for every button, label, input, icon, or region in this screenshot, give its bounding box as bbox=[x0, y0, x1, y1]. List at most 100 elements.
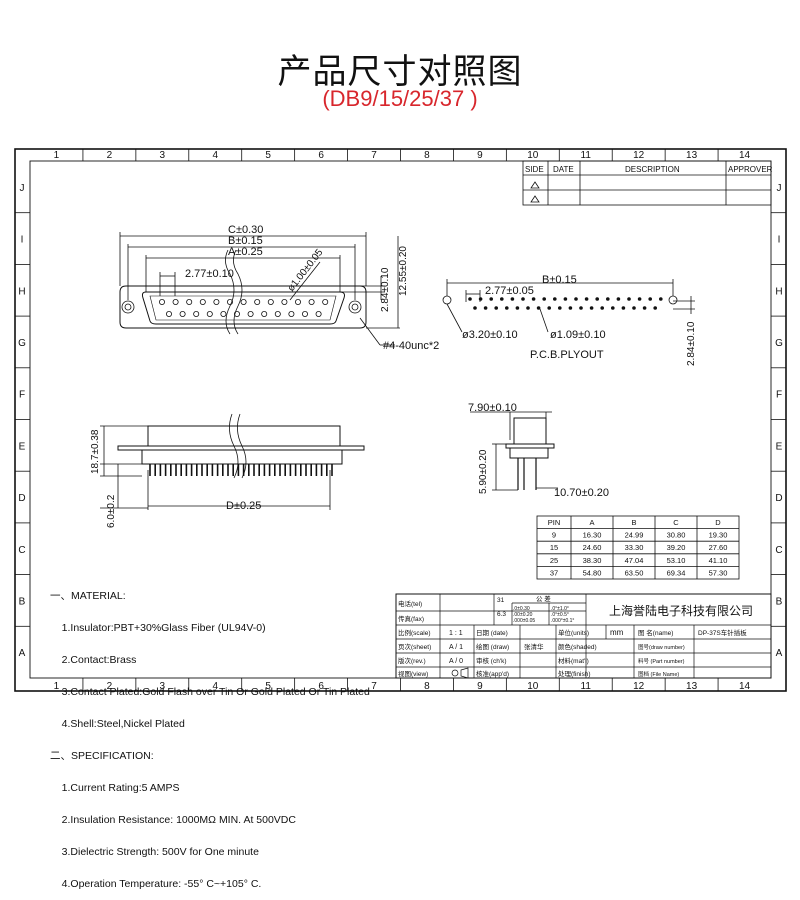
pin-hole bbox=[281, 298, 288, 305]
pcb-pin-hole bbox=[468, 297, 472, 301]
pin-table-cell: 24.60 bbox=[583, 543, 602, 552]
pin-hole bbox=[322, 298, 329, 305]
grid-row-label: C bbox=[18, 545, 25, 556]
grid-col-label: 4 bbox=[212, 681, 218, 692]
grid-col-label: 9 bbox=[477, 681, 483, 692]
screw-hole-icon bbox=[348, 300, 362, 314]
grid-col-label: 10 bbox=[527, 681, 539, 692]
pin-table-cell: 63.50 bbox=[625, 568, 644, 577]
pcb-pin-hole bbox=[542, 297, 546, 301]
pcb-pin-hole bbox=[558, 306, 562, 310]
pcb-pin-hole bbox=[589, 306, 594, 310]
note-line: 3.Contact Plated:Gold Flash over Tin Or … bbox=[50, 686, 370, 699]
pcb-layout: B±0.15 2.77±0.05 ø3.20±0.10 ø1.09±0.10 2… bbox=[442, 274, 697, 366]
pin-table-cell: 19.30 bbox=[709, 531, 728, 540]
pin-table-cell: 69.34 bbox=[667, 568, 686, 577]
title-block: 电话(tel) 传真(fax) 31 公 差 6.3 .0±0.30 .00±0… bbox=[395, 593, 772, 679]
tb-scale: 1 : 1 bbox=[449, 630, 463, 637]
projection-cone-icon bbox=[460, 667, 469, 679]
page-title: 产品尺寸对照图 bbox=[277, 52, 523, 92]
pin-table-cell: 57.30 bbox=[709, 568, 728, 577]
grid-col-label: 13 bbox=[686, 681, 698, 692]
end-view: 7.90±0.10 5.90±0.20 10.70±0.20 bbox=[468, 402, 609, 499]
note-line: 3.Dielectric Strength: 500V for One minu… bbox=[50, 846, 259, 859]
tb-tol-d: .0°±1.0° bbox=[551, 606, 569, 612]
projection-symbol-icon bbox=[451, 669, 459, 677]
front-dim-1255: 12.55±0.20 bbox=[398, 246, 409, 296]
pcb-pin-hole bbox=[521, 297, 525, 301]
rev-description-header: DESCRIPTION bbox=[625, 165, 680, 174]
tb-fax-label: 传真(fax) bbox=[398, 614, 424, 623]
grid-col-label: 9 bbox=[477, 150, 483, 161]
grid-row-label: I bbox=[21, 235, 24, 246]
pin-table-header: C bbox=[673, 518, 679, 527]
pcb-pitch: 2.77±0.05 bbox=[485, 285, 534, 297]
pin-table-cell: 25 bbox=[550, 556, 558, 565]
grid-col-label: 11 bbox=[581, 150, 592, 161]
pcb-pin-hole bbox=[478, 297, 483, 301]
pin-hole bbox=[193, 310, 200, 317]
grid-row-label: D bbox=[775, 493, 782, 504]
grid-col-label: 2 bbox=[107, 150, 113, 161]
tb-sheet: A / 1 bbox=[449, 644, 463, 651]
grid-col-label: 14 bbox=[739, 150, 751, 161]
grid-col-label: 12 bbox=[633, 150, 645, 161]
pin-hole bbox=[274, 310, 281, 317]
tb-tol-e: .0°±0.5° bbox=[551, 612, 569, 618]
grid-row-label: E bbox=[19, 441, 26, 452]
front-dim-b: B±0.15 bbox=[228, 235, 263, 247]
tb-unit: mm bbox=[610, 628, 624, 637]
pcb-pin-hole bbox=[627, 297, 631, 301]
pin-hole bbox=[165, 310, 172, 317]
pin-hole bbox=[179, 310, 186, 317]
side-dim-h1: 18.7±0.38 bbox=[90, 429, 101, 474]
pin-table-cell: 24.99 bbox=[625, 531, 644, 540]
pin-hole bbox=[186, 298, 193, 305]
pcb-pin-hole bbox=[515, 306, 520, 310]
pcb-pin-hole bbox=[616, 297, 621, 301]
pcb-mount-hole-icon bbox=[668, 295, 678, 305]
side-dim-d: D±0.25 bbox=[226, 500, 261, 512]
pin-hole bbox=[206, 310, 213, 317]
pin-table-cell: 47.04 bbox=[625, 556, 644, 565]
grid-col-label: 5 bbox=[265, 150, 271, 161]
grid-row-label: H bbox=[775, 286, 782, 297]
pcb-pin-hole bbox=[606, 297, 610, 301]
grid-col-label: 13 bbox=[686, 150, 698, 161]
pcb-pin-hole bbox=[595, 297, 599, 301]
pcb-pin-hole bbox=[505, 306, 509, 310]
pin-hole bbox=[233, 310, 240, 317]
note-line: 1.Insulator:PBT+30%Glass Fiber (UL94V-0) bbox=[50, 622, 266, 635]
pcb-pin-hole bbox=[526, 306, 530, 310]
grid-row-label: G bbox=[18, 338, 26, 349]
tb-scale-label: 比例(scale) bbox=[398, 628, 431, 637]
grid-row-label: A bbox=[776, 648, 783, 659]
end-dim-d: 10.70±0.20 bbox=[554, 487, 609, 499]
pin-table-header: PIN bbox=[548, 518, 561, 527]
tb-drawer: 张清华 bbox=[524, 642, 544, 651]
pin-table-cell: 16.30 bbox=[583, 531, 602, 540]
grid-row-label: B bbox=[19, 596, 26, 607]
note-line: 2.Insulation Resistance: 1000MΩ MIN. At … bbox=[50, 814, 296, 827]
tb-drawno-label: 图号(draw number) bbox=[638, 643, 685, 651]
pcb-pin-hole bbox=[579, 306, 583, 310]
grid-col-label: 1 bbox=[54, 150, 60, 161]
note-line: 二、SPECIFICATION: bbox=[50, 750, 154, 763]
grid-row-label: F bbox=[776, 390, 782, 401]
front-screw-spec: #4-40unc*2 bbox=[383, 340, 439, 352]
pcb-pin-hole bbox=[621, 306, 626, 310]
pcb-pin-hole bbox=[584, 297, 589, 301]
pcb-pin-hole bbox=[473, 306, 477, 310]
screw-hole-icon bbox=[351, 303, 359, 311]
pcb-pin-hole bbox=[574, 297, 578, 301]
pcb-pin-hole bbox=[483, 306, 488, 310]
grid-row-label: E bbox=[776, 441, 783, 452]
pcb-pin-hole bbox=[653, 306, 657, 310]
pin-table-cell: 37 bbox=[550, 568, 558, 577]
pin-hole bbox=[199, 298, 206, 305]
side-pin-array bbox=[149, 464, 333, 476]
grid-col-label: 8 bbox=[424, 681, 430, 692]
note-line: 一、MATERIAL: bbox=[50, 590, 126, 603]
